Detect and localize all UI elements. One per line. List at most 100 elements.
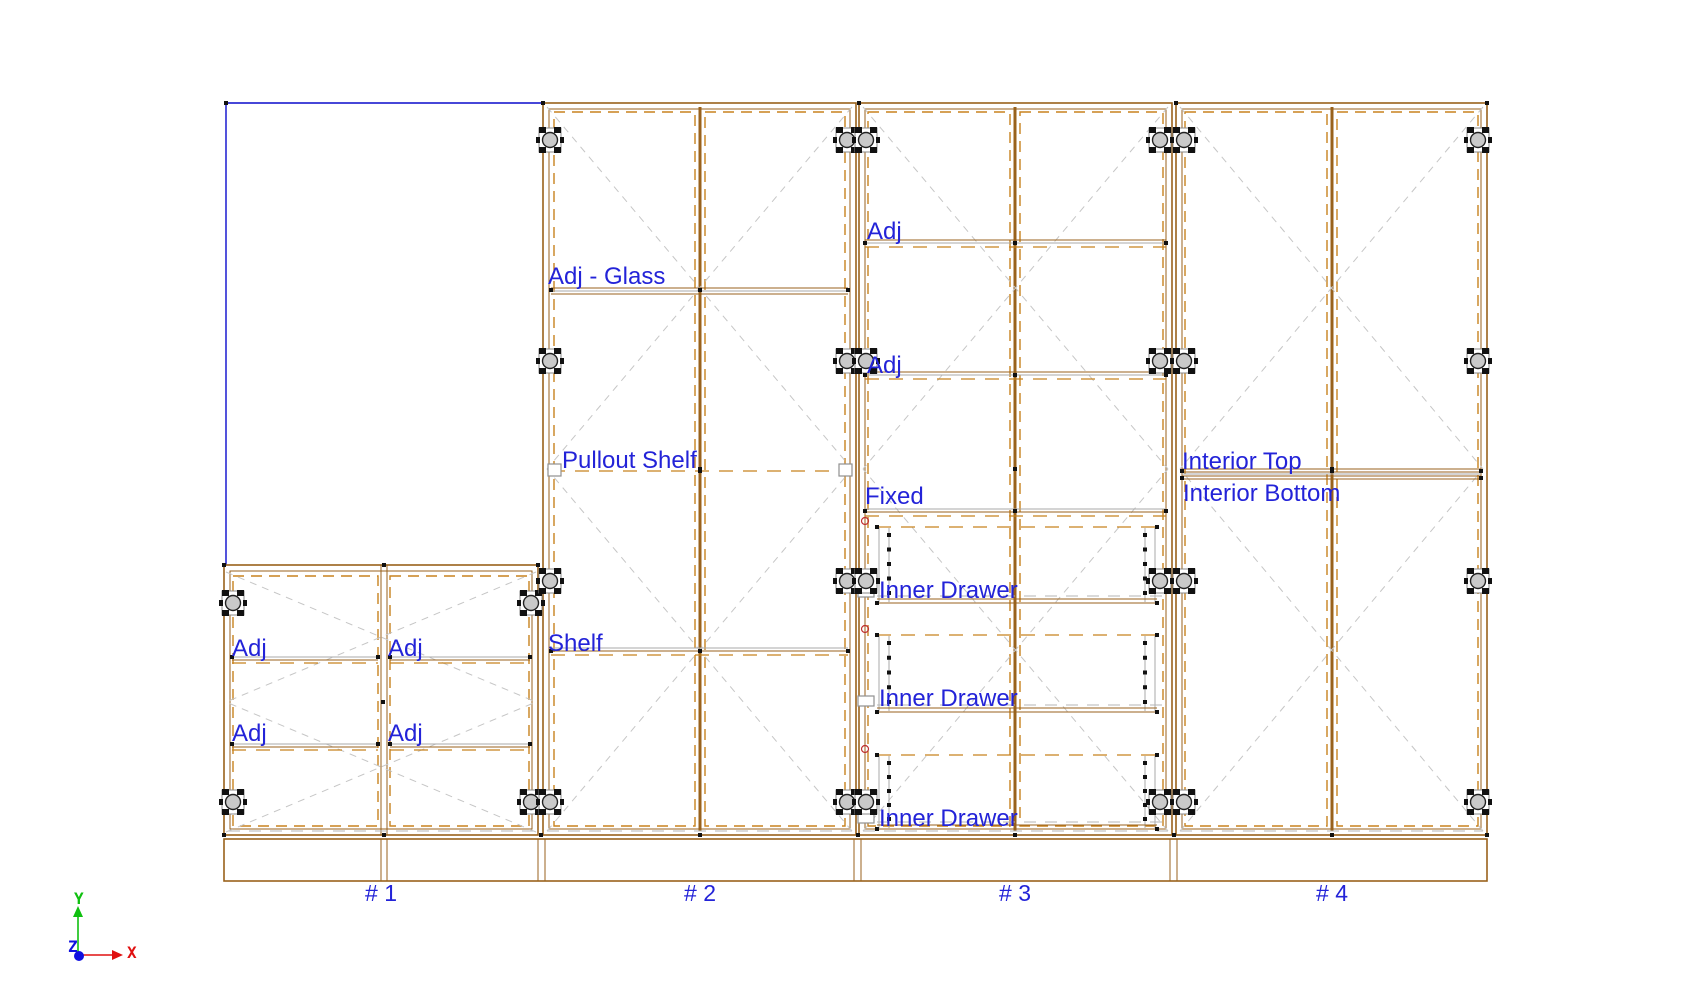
endpoint-marker	[376, 655, 380, 659]
hinge-icon	[1170, 348, 1198, 374]
cabinet-3-inner-drawers	[857, 516, 1164, 831]
endpoint-marker	[1013, 833, 1017, 837]
hinge-icon	[1464, 348, 1492, 374]
hinge-icon	[852, 568, 880, 594]
endpoint-marker	[539, 833, 543, 837]
cabinet-1[interactable]	[223, 564, 539, 836]
label-adj[interactable]: Adj	[232, 635, 267, 662]
endpoint-marker	[1180, 476, 1184, 480]
hinge-icon	[536, 789, 564, 815]
endpoint-markers	[222, 101, 1489, 837]
hinge-icon	[1464, 789, 1492, 815]
hinge-icon	[536, 348, 564, 374]
endpoint-marker	[856, 833, 860, 837]
endpoint-marker	[224, 101, 228, 105]
endpoint-marker	[1485, 101, 1489, 105]
hinge-icon	[852, 127, 880, 153]
label-adj[interactable]: Adj	[867, 218, 902, 245]
endpoint-marker	[1013, 467, 1017, 471]
endpoint-marker	[222, 563, 226, 567]
hinge-icon	[1146, 568, 1174, 594]
endpoint-marker	[698, 833, 702, 837]
cabinet-4-number[interactable]: # 4	[1316, 880, 1348, 906]
hinge-icon	[1170, 568, 1198, 594]
hinge-icon	[517, 590, 545, 616]
endpoint-marker	[528, 742, 532, 746]
axis-z-origin	[74, 951, 84, 961]
label-inner-drawer[interactable]: Inner Drawer	[879, 685, 1018, 712]
endpoint-marker	[1479, 469, 1483, 473]
endpoint-marker	[1330, 833, 1334, 837]
endpoint-marker	[698, 649, 702, 653]
hinge-symbols	[219, 127, 1492, 815]
cabinet-3-number[interactable]: # 3	[999, 880, 1031, 906]
endpoint-marker	[541, 101, 545, 105]
endpoint-marker	[1013, 241, 1017, 245]
endpoint-marker	[698, 288, 702, 292]
void-outline	[225, 102, 543, 565]
cabinet-1-number[interactable]: # 1	[365, 880, 397, 906]
cabinet-2-number[interactable]: # 2	[684, 880, 716, 906]
endpoint-marker	[376, 742, 380, 746]
label-fixed[interactable]: Fixed	[865, 483, 924, 510]
endpoint-marker	[863, 509, 867, 513]
endpoint-marker	[1172, 833, 1176, 837]
endpoint-marker	[536, 563, 540, 567]
endpoint-marker	[230, 742, 234, 746]
label-pullout-shelf[interactable]: Pullout Shelf	[562, 447, 697, 474]
endpoint-marker	[1013, 509, 1017, 513]
endpoint-marker	[1013, 373, 1017, 377]
endpoint-marker	[1164, 241, 1168, 245]
endpoint-marker	[222, 833, 226, 837]
endpoint-marker	[1330, 469, 1334, 473]
axis-y-label: Y	[74, 889, 84, 908]
hinge-icon	[1146, 127, 1174, 153]
hinge-icon	[1464, 568, 1492, 594]
label-interior-bottom[interactable]: Interior Bottom	[1183, 480, 1341, 507]
endpoint-marker	[549, 288, 553, 292]
hinge-icon	[219, 789, 247, 815]
endpoint-marker	[857, 101, 861, 105]
endpoint-marker	[1164, 373, 1168, 377]
endpoint-marker	[1174, 101, 1178, 105]
hinge-icon	[852, 789, 880, 815]
cabinet-1-adj-shelves	[232, 656, 530, 751]
axis-triad	[73, 906, 123, 961]
endpoint-marker	[846, 288, 850, 292]
label-adj[interactable]: Adj	[867, 352, 902, 379]
label-adj[interactable]: Adj	[388, 720, 423, 747]
endpoint-marker	[230, 655, 234, 659]
axis-y-arrow	[73, 906, 83, 917]
label-adj[interactable]: Adj	[232, 720, 267, 747]
hinge-icon	[536, 568, 564, 594]
label-adj[interactable]: Adj	[388, 635, 423, 662]
endpoint-marker	[846, 649, 850, 653]
endpoint-marker	[549, 649, 553, 653]
endpoint-marker	[381, 700, 385, 704]
endpoint-marker	[863, 373, 867, 377]
hinge-icon	[1464, 127, 1492, 153]
label-adj-glass[interactable]: Adj - Glass	[548, 263, 666, 290]
cabinet-4[interactable]	[1175, 102, 1488, 836]
endpoint-marker	[1164, 509, 1168, 513]
label-inner-drawer[interactable]: Inner Drawer	[879, 805, 1018, 832]
endpoint-marker	[382, 563, 386, 567]
endpoint-marker	[1485, 833, 1489, 837]
label-inner-drawer[interactable]: Inner Drawer	[879, 577, 1018, 604]
hinge-icon	[536, 127, 564, 153]
label-interior-top[interactable]: Interior Top	[1182, 448, 1302, 475]
label-shelf[interactable]: Shelf	[548, 630, 603, 657]
endpoint-marker	[382, 833, 386, 837]
axis-x-arrow	[112, 950, 123, 960]
endpoint-marker	[1180, 469, 1184, 473]
inner-drawer-box	[857, 624, 1164, 714]
axis-z-label: Z	[68, 937, 78, 956]
endpoint-marker	[1479, 476, 1483, 480]
toe-kick	[223, 838, 1488, 882]
hinge-icon	[219, 590, 247, 616]
endpoint-marker	[698, 469, 702, 473]
hinge-icon	[852, 348, 880, 374]
hinge-icon	[1170, 127, 1198, 153]
